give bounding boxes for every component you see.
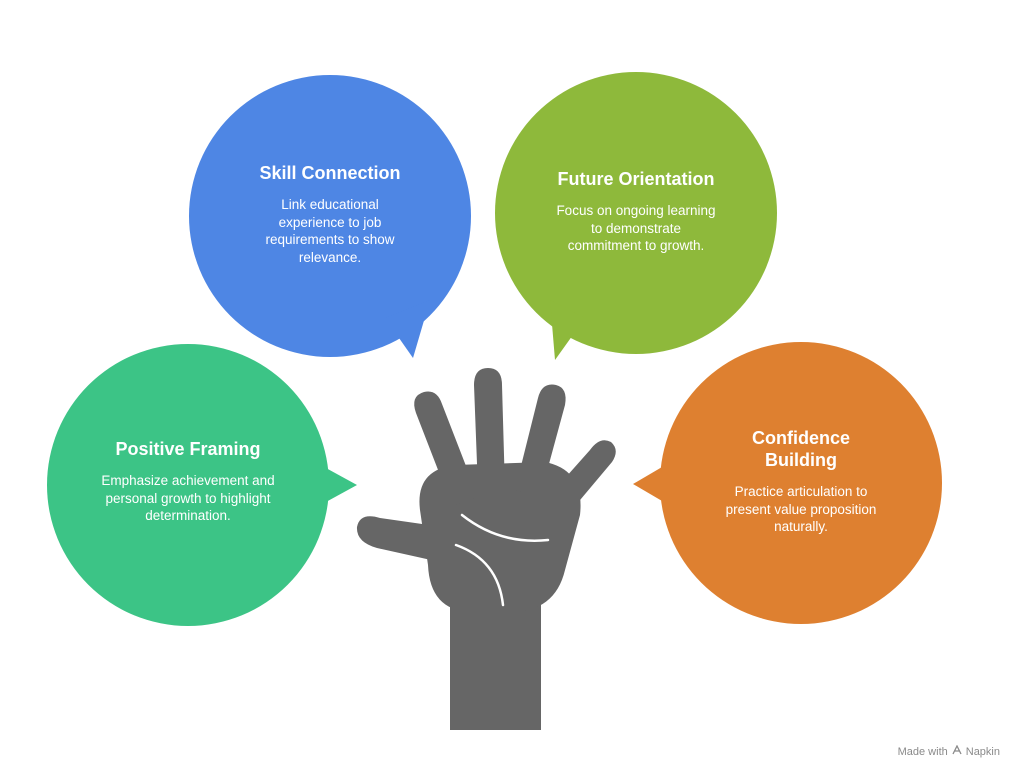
- napkin-watermark: Made with Napkin: [897, 744, 1000, 758]
- future-orientation-title: Future Orientation: [557, 169, 715, 189]
- confidence-building-text: Confidence Building Practice articulatio…: [718, 427, 884, 536]
- skill-connection-text: Skill Connection Link educational experi…: [245, 162, 415, 266]
- positive-framing-text: Positive Framing Emphasize achievement a…: [98, 438, 278, 525]
- confidence-building-title: Confidence Building: [751, 428, 850, 470]
- future-orientation-bubble: [495, 72, 777, 360]
- confidence-building-bubble: [633, 342, 942, 624]
- watermark-prefix: Made with: [897, 745, 948, 758]
- positive-framing-bubble: [47, 344, 357, 626]
- positive-framing-title: Positive Framing: [115, 439, 261, 459]
- confidence-building-body: Practice articulation to present value p…: [725, 484, 877, 534]
- skill-connection-bubble: [189, 75, 471, 358]
- future-orientation-body: Focus on ongoing learning to demonstrate…: [556, 203, 716, 253]
- skill-connection-title: Skill Connection: [259, 163, 401, 183]
- positive-framing-body: Emphasize achievement and personal growt…: [101, 473, 275, 523]
- future-orientation-text: Future Orientation Focus on ongoing lear…: [541, 168, 731, 255]
- watermark-brand: Napkin: [965, 745, 1000, 758]
- napkin-logo-icon: [952, 744, 962, 758]
- skill-connection-body: Link educational experience to job requi…: [265, 197, 395, 265]
- raised-hand-icon: [356, 368, 616, 730]
